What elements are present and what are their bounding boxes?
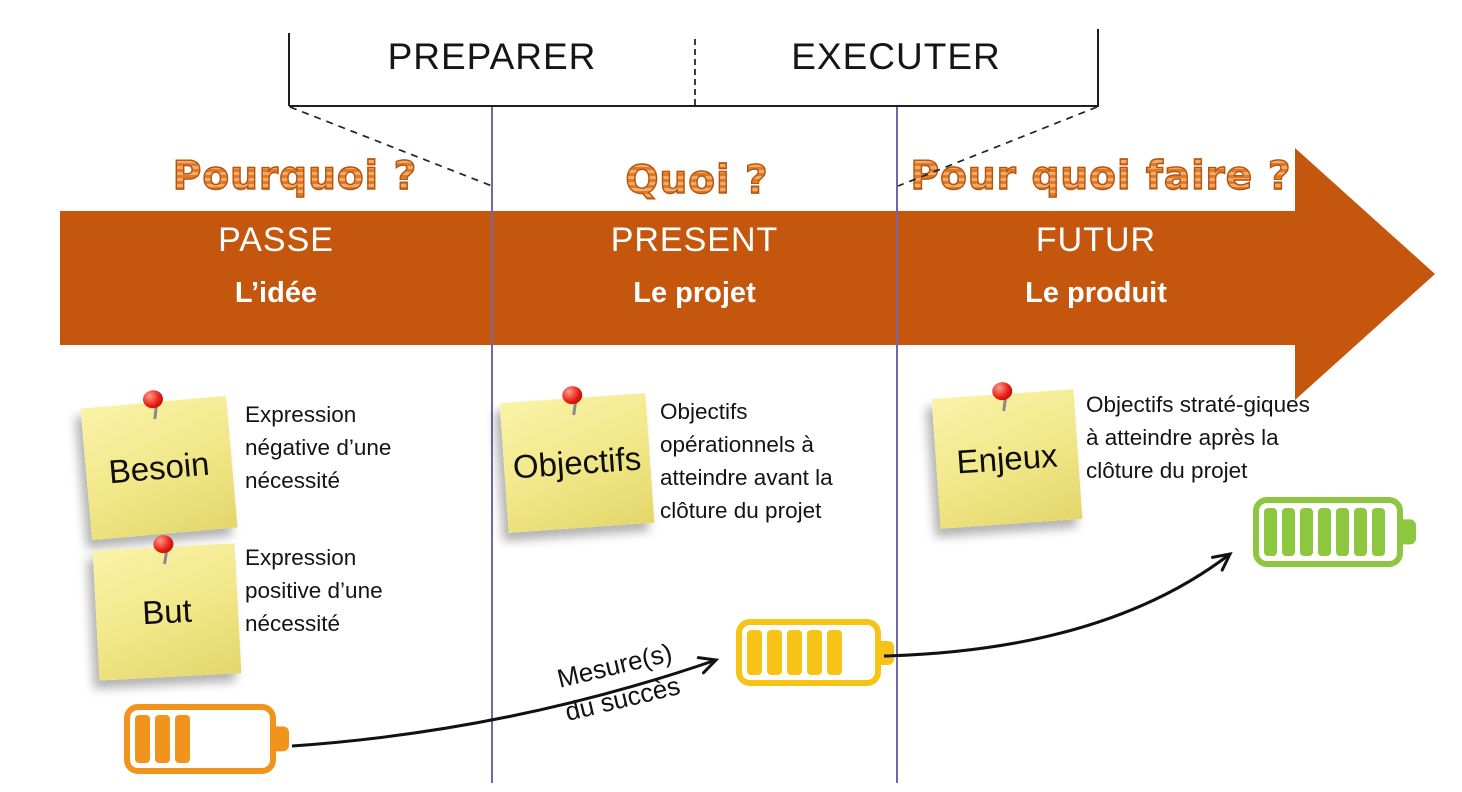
push-pin-icon xyxy=(139,389,168,423)
column-divider-left xyxy=(491,107,493,783)
phase-title: PASSE xyxy=(218,221,334,259)
battery-body xyxy=(124,704,276,774)
measure-of-success-label: Mesure(s) du succès xyxy=(511,625,726,739)
battery-low-icon xyxy=(124,704,289,774)
phase-title: PRESENT xyxy=(610,221,779,259)
sticky-note-enjeux: Enjeux xyxy=(931,381,1083,529)
description-but: Expression positive d’une nécessité xyxy=(245,545,383,636)
note-label-but: But xyxy=(141,591,193,632)
phase-title: FUTUR xyxy=(1035,221,1157,259)
phase-subtitle: Le projet xyxy=(633,277,756,309)
phase-subtitle: Le produit xyxy=(1025,277,1167,309)
note-label-besoin: Besoin xyxy=(107,444,211,491)
phase-subtitle: L’idée xyxy=(234,277,318,309)
question-pour-quoi-faire: Pour quoi faire ? xyxy=(901,153,1301,199)
column-divider-right xyxy=(896,107,898,783)
bracket-middle-divider xyxy=(694,39,696,105)
progress-arrow-2 xyxy=(883,551,1233,658)
battery-full-icon xyxy=(1253,497,1416,567)
push-pin-icon xyxy=(150,534,178,567)
phase-futur: FUTUR Le produit xyxy=(897,218,1295,312)
question-pourquoi: Pourquoi ? xyxy=(95,153,495,199)
sticky-note-objectifs: Objectifs xyxy=(499,385,655,533)
bracket-label-preparer: PREPARER xyxy=(387,36,597,77)
description-besoin: Expression négative d’une nécessité xyxy=(245,402,392,493)
battery-terminal xyxy=(276,726,289,752)
battery-terminal xyxy=(1403,519,1416,545)
push-pin-icon xyxy=(989,381,1017,415)
bracket-right-tick xyxy=(1097,29,1099,106)
phase-passe: PASSE L’idée xyxy=(60,218,492,312)
bracket-left-tick xyxy=(288,33,290,106)
note-label-enjeux: Enjeux xyxy=(955,436,1059,481)
description-enjeux: Objectifs straté-giques à atteindre aprè… xyxy=(1086,392,1310,483)
timeline-arrow-head xyxy=(1295,148,1435,400)
description-objectifs: Objectifs opérationnels à atteindre avan… xyxy=(660,399,833,523)
battery-body xyxy=(1253,497,1403,567)
timeline-arrow-body xyxy=(60,211,1295,345)
sticky-note-but: But xyxy=(92,534,242,681)
question-quoi: Quoi ? xyxy=(497,157,897,203)
note-label-objectifs: Objectifs xyxy=(511,439,643,486)
phase-present: PRESENT Le projet xyxy=(492,218,897,312)
sticky-note-besoin: Besoin xyxy=(80,389,238,541)
battery-terminal xyxy=(881,640,894,665)
battery-medium-icon xyxy=(736,619,894,686)
push-pin-icon xyxy=(559,385,587,419)
bracket-label-executer: EXECUTER xyxy=(791,36,1001,77)
bracket-bottom-line xyxy=(289,105,1099,107)
battery-body xyxy=(736,619,881,686)
